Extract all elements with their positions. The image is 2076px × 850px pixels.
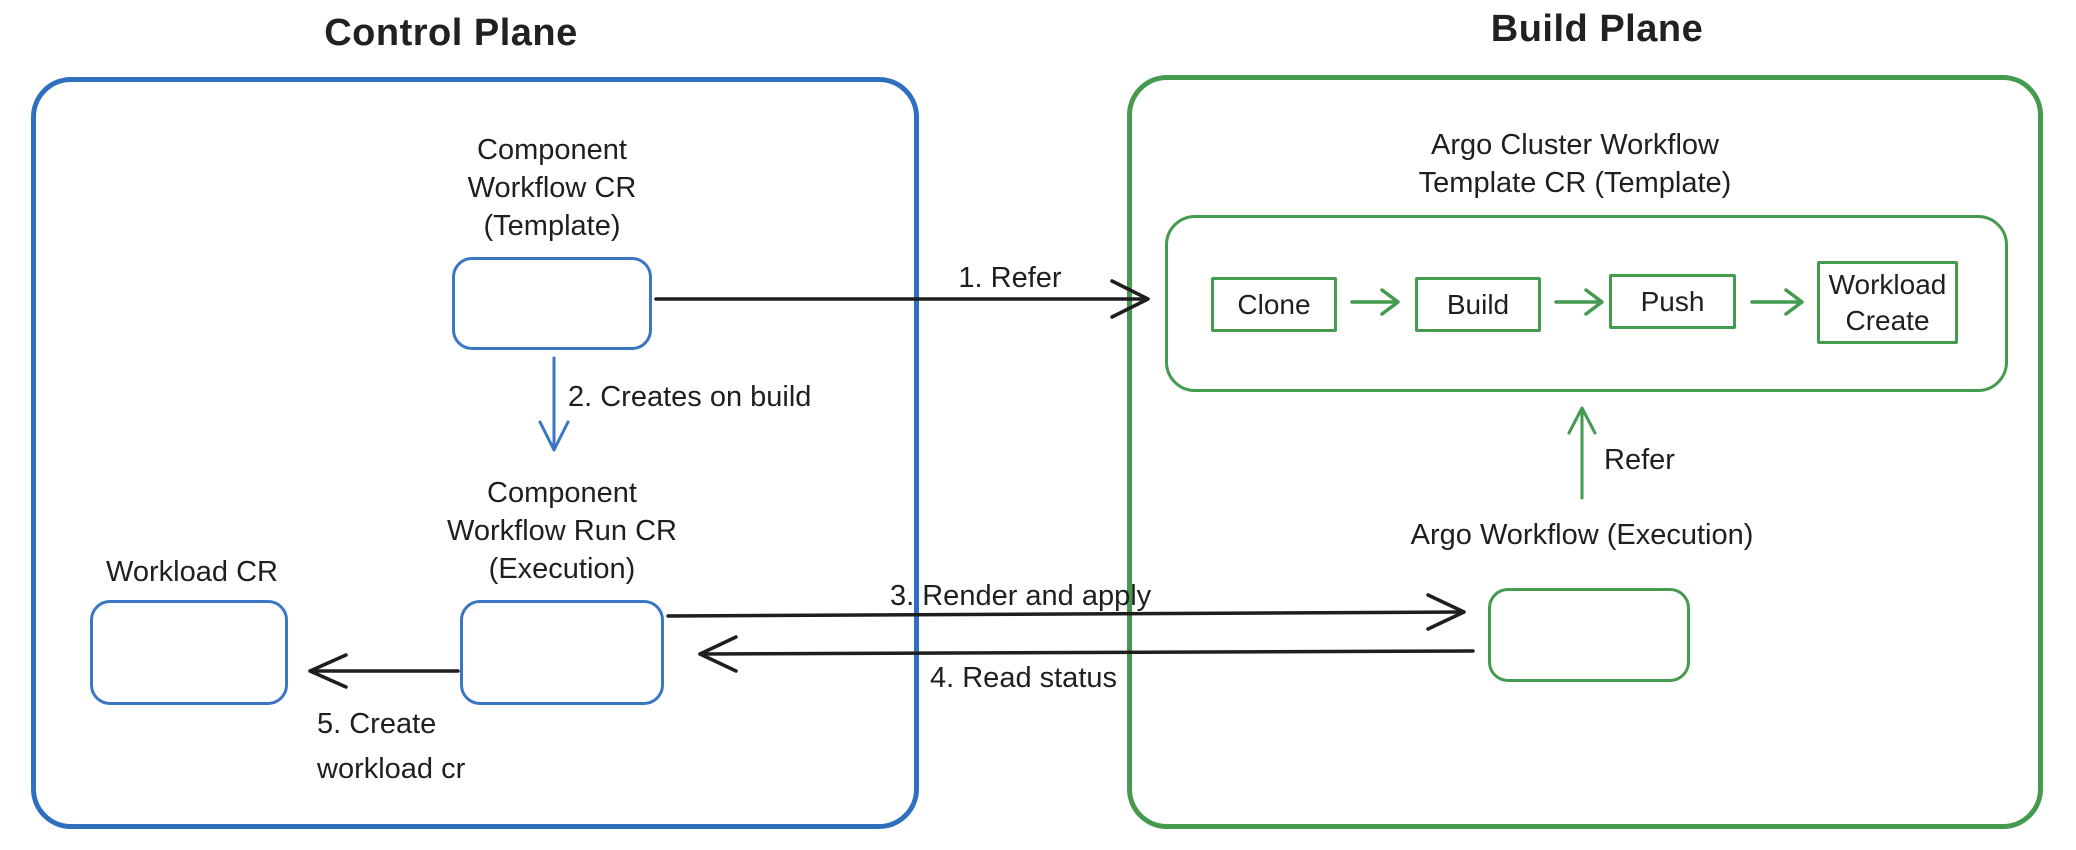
pipeline-arrow-push-workload: [1750, 288, 1804, 316]
read-status-arrow: [698, 635, 1475, 673]
pipeline-step-build: Build: [1415, 277, 1541, 332]
pipeline-arrow-build-push: [1554, 288, 1604, 316]
component-workflow-cr-node: [452, 257, 652, 350]
workload-cr-node: [90, 600, 288, 705]
control-plane-title: Control Plane: [324, 12, 578, 54]
control-plane-container: [31, 77, 919, 829]
refer-arrow: [654, 279, 1150, 319]
arrow-label-refer: 1. Refer: [958, 262, 1062, 294]
arrow-label-read-status: 4. Read status: [930, 662, 1117, 694]
refer-up-arrow: [1567, 406, 1597, 500]
pipeline-step-push: Push: [1609, 274, 1736, 329]
arrow-label-render-and-apply: 3. Render and apply: [890, 580, 1152, 612]
refer-up-label: Refer: [1604, 444, 1675, 476]
argo-cluster-workflow-template-label: Argo Cluster Workflow Template CR (Templ…: [1418, 129, 1732, 199]
component-workflow-run-cr-node: [460, 600, 664, 705]
creates-on-build-arrow: [538, 356, 570, 452]
create-workload-arrow: [308, 653, 460, 689]
arrow-label-creates-on-build: 2. Creates on build: [568, 381, 812, 413]
pipeline-arrow-clone-build: [1350, 288, 1400, 316]
component-workflow-run-cr-label: Component Workflow Run CR (Execution): [447, 477, 677, 585]
build-plane-container: [1127, 75, 2043, 829]
render-and-apply-arrow: [666, 593, 1466, 631]
build-plane-title: Build Plane: [1490, 8, 1704, 50]
pipeline-step-workload-create: Workload Create: [1817, 261, 1958, 344]
workload-cr-label: Workload CR: [106, 556, 278, 588]
arrow-label-create-workload: 5. Create workload cr: [317, 708, 466, 785]
pipeline-step-clone: Clone: [1211, 277, 1337, 332]
argo-workflow-label: Argo Workflow (Execution): [1410, 519, 1754, 551]
component-workflow-cr-label: Component Workflow CR (Template): [467, 134, 637, 242]
argo-workflow-node: [1488, 588, 1690, 682]
